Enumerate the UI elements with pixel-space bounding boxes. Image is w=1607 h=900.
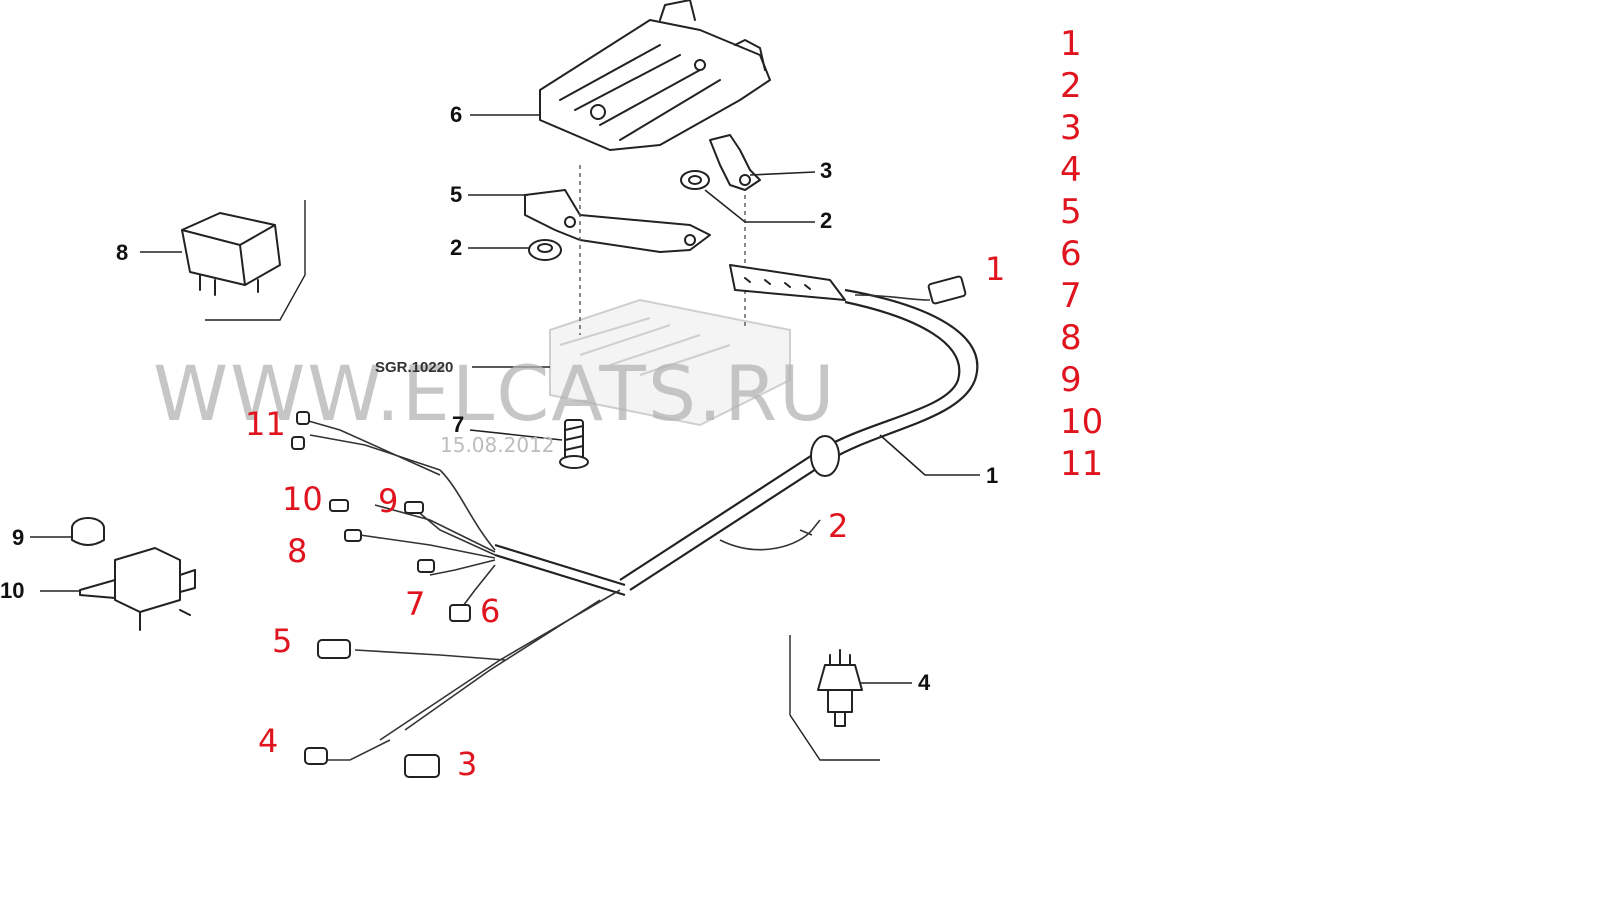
legend-item: 5 — [1060, 192, 1082, 232]
red-label-11: 11 — [245, 405, 286, 443]
legend-item: 3 — [1060, 108, 1082, 148]
legend-item: 4 — [1060, 150, 1082, 190]
red-label-4: 4 — [258, 722, 278, 760]
callout-8: 8 — [116, 240, 128, 265]
callout-1: 1 — [986, 463, 998, 488]
red-label-6: 6 — [480, 592, 500, 630]
legend-item: 11 — [1060, 444, 1103, 484]
sensor-module — [79, 547, 196, 631]
part-code: SGR.10220 — [375, 359, 453, 376]
callout-6: 6 — [450, 102, 462, 127]
legend-item: 1 — [1060, 24, 1082, 64]
red-label-9: 9 — [378, 482, 398, 520]
red-label-1: 1 — [985, 250, 1005, 288]
callout-5: 5 — [450, 182, 462, 207]
callout-4: 4 — [918, 670, 931, 695]
red-connector-labels: 1 2 3 4 5 6 7 8 9 10 11 — [245, 250, 1005, 783]
red-label-8: 8 — [287, 532, 307, 570]
bolt — [559, 419, 589, 469]
relay — [181, 212, 281, 296]
washer-lower — [528, 239, 562, 261]
bracket-plate — [524, 189, 711, 253]
relay-group-bracket — [205, 200, 306, 321]
callout-10: 10 — [0, 578, 24, 603]
switch-group-bracket — [789, 635, 880, 761]
legend-item: 2 — [1060, 66, 1082, 106]
black-callouts: 6 5 2 3 2 8 7 1 9 10 4 — [0, 102, 998, 695]
legend-item: 9 — [1060, 360, 1082, 400]
red-label-3: 3 — [457, 745, 477, 783]
pressure-switch — [817, 649, 863, 727]
callout-9: 9 — [12, 525, 24, 550]
clip — [709, 134, 761, 191]
legend-item: 7 — [1060, 276, 1082, 316]
rubber-mount — [71, 517, 105, 546]
red-label-5: 5 — [272, 622, 292, 660]
legend-column: 1 2 3 4 5 6 7 8 9 10 11 — [1060, 24, 1103, 484]
callout-2-lower: 2 — [450, 235, 462, 260]
branch-harness — [304, 419, 626, 761]
watermark-text: WWW.ELCATS.RU — [153, 349, 837, 438]
control-unit — [549, 165, 791, 427]
branch-connectors — [291, 411, 471, 778]
mounting-bracket — [539, 0, 771, 151]
main-harness — [619, 264, 979, 591]
callout-3: 3 — [820, 158, 832, 183]
callout-2-upper: 2 — [820, 208, 832, 233]
red-label-7: 7 — [405, 585, 425, 623]
leader-lines — [30, 114, 980, 684]
red-label-10: 10 — [282, 480, 323, 518]
legend-item: 10 — [1060, 402, 1103, 442]
legend-item: 8 — [1060, 318, 1082, 358]
legend-item: 6 — [1060, 234, 1082, 274]
red-label-2: 2 — [828, 507, 848, 545]
callout-7: 7 — [452, 412, 464, 437]
date-stamp: 15.08.2012 — [440, 433, 555, 457]
washer-upper — [680, 170, 710, 190]
